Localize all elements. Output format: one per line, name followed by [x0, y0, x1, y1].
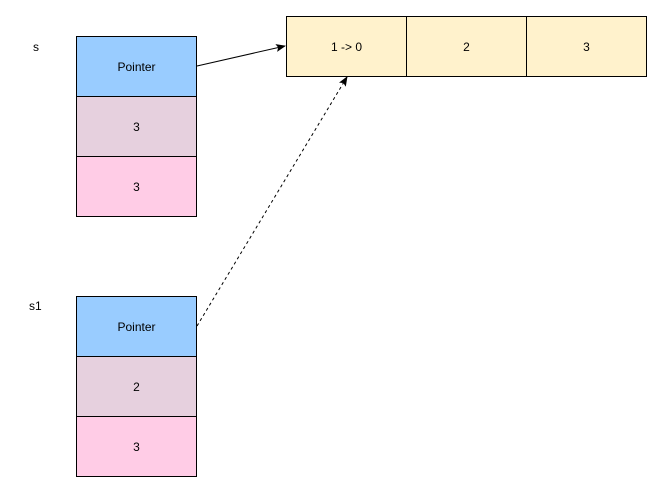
cap-field-s1: 3 — [76, 416, 197, 477]
pointer-field-s1: Pointer — [76, 296, 197, 357]
arrow-s-to-array — [196, 44, 286, 67]
len-field-s1: 2 — [76, 356, 197, 417]
variable-name-s1: s1 — [29, 299, 42, 313]
pointer-field-s: Pointer — [76, 36, 197, 97]
arrow-s1-to-array — [196, 76, 348, 327]
cap-field-s: 3 — [76, 156, 197, 217]
array-cell-1: 2 — [406, 16, 527, 77]
array-cell-2: 3 — [526, 16, 647, 77]
variable-name-s: s — [33, 40, 39, 54]
